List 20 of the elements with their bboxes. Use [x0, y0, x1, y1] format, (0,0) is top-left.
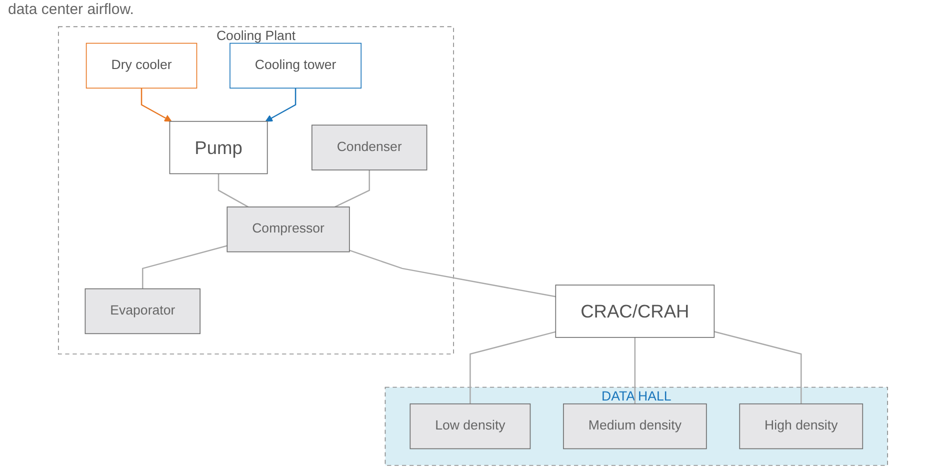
node-box: Dry cooler	[86, 42, 198, 89]
connector	[334, 170, 370, 208]
arrow	[140, 88, 172, 122]
connector	[142, 245, 228, 289]
connector	[470, 331, 556, 404]
arrow	[265, 88, 296, 122]
connector	[349, 250, 556, 298]
connector	[634, 337, 636, 404]
node-box: Medium density	[563, 403, 707, 450]
node-box: High density	[739, 403, 864, 450]
connector	[218, 174, 249, 208]
note-text: data center airflow.	[8, 1, 134, 18]
node-box: Low density	[410, 403, 531, 450]
connector	[714, 331, 802, 404]
node-box: Pump	[169, 120, 268, 174]
node-box: Cooling tower	[230, 42, 362, 89]
node-box: Condenser	[311, 124, 428, 170]
node-box: CRAC/CRAH	[555, 284, 715, 338]
node-box: Evaporator	[84, 288, 200, 334]
node-box: Compressor	[226, 206, 350, 252]
